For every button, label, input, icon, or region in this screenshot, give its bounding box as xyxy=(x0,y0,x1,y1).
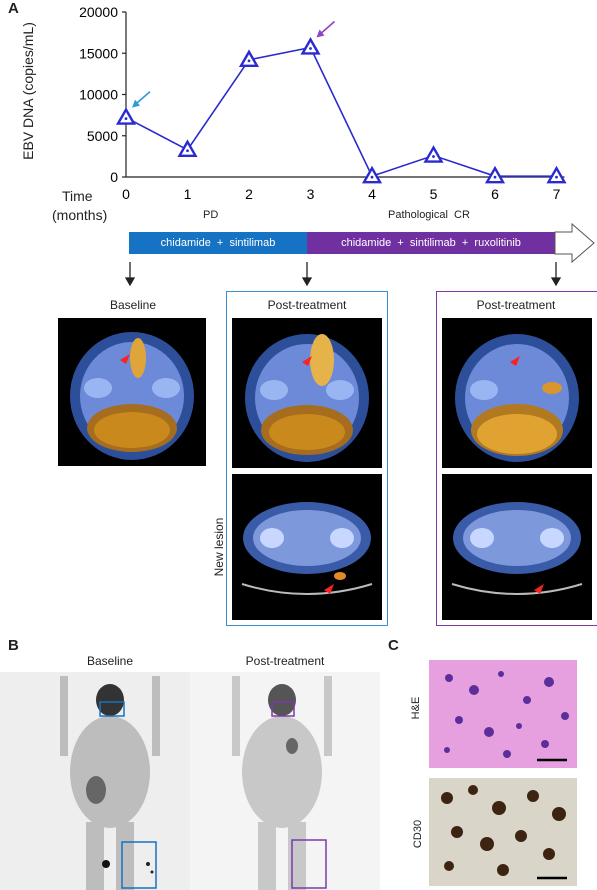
post-treatment-label-2: Post-treatment xyxy=(476,298,556,312)
data-point-center xyxy=(186,149,189,153)
data-point-marker xyxy=(238,49,260,68)
panel-letter-c: C xyxy=(388,637,399,654)
data-point-center xyxy=(370,175,374,179)
data-point-center xyxy=(432,155,435,158)
he-label: H&E xyxy=(410,696,422,720)
y-tick-label: 10000 xyxy=(79,87,118,103)
panel-letter-b: B xyxy=(8,637,19,654)
post-treatment-head-pet-ct-2 xyxy=(442,318,592,468)
data-point-center xyxy=(247,59,251,63)
y-tick-label: 0 xyxy=(110,169,118,185)
post-treatment-label-1: Post-treatment xyxy=(267,298,347,312)
data-point-center xyxy=(309,47,312,50)
data-point-marker xyxy=(115,107,137,125)
post-treatment-box-purple xyxy=(436,291,597,626)
data-point-marker xyxy=(300,37,321,55)
x-tick-label: 3 xyxy=(307,186,315,200)
whole-body-mip-images xyxy=(0,672,380,890)
data-point-marker xyxy=(484,165,506,184)
months-label: (months) xyxy=(52,207,108,223)
data-point-center xyxy=(493,175,497,179)
data-point-center xyxy=(555,175,558,179)
data-point-marker xyxy=(423,145,444,163)
new-lesion-label: New lesion xyxy=(212,517,226,577)
post-treatment-head-pet-ct-1 xyxy=(232,318,382,468)
cd30-label: CD30 xyxy=(412,819,424,849)
phase-cr-label: Pathological CR xyxy=(388,209,470,221)
baseline-head-pet-ct xyxy=(58,318,206,466)
data-point-marker xyxy=(361,165,383,184)
x-tick-label: 7 xyxy=(553,186,561,200)
ebv-dna-line-chart: 0 5000 10000 15000 20000 0 1 2 3 4 5 6 7 xyxy=(79,4,567,200)
annotation-arrowhead xyxy=(132,99,140,108)
post-treatment-label-b: Post-treatment xyxy=(245,654,325,668)
new-lesion-pelvis-pet-ct-2 xyxy=(442,474,592,620)
x-tick-label: 0 xyxy=(122,186,130,200)
panel-letter-a: A xyxy=(8,0,19,17)
series-line xyxy=(125,46,557,178)
treatment-bar-right: chidamide + sintilimab + ruxolitinib xyxy=(307,232,555,254)
x-tick-label: 4 xyxy=(368,186,376,200)
post-treatment-box-blue xyxy=(226,291,388,626)
treatment-bar-left: chidamide + sintilimab xyxy=(129,232,307,254)
data-point-marker xyxy=(177,139,198,157)
y-tick-label: 20000 xyxy=(79,4,118,20)
x-tick-label: 6 xyxy=(491,186,499,200)
cd30-stain-micrograph xyxy=(429,778,577,886)
treatment-right-label: chidamide + sintilimab + ruxolitinib xyxy=(341,237,521,249)
y-tick-label: 15000 xyxy=(79,45,118,61)
x-tick-label: 2 xyxy=(245,186,253,200)
phase-pd-label: PD xyxy=(203,209,219,221)
annotation-arrowhead xyxy=(316,29,325,38)
new-lesion-pelvis-pet-ct-1 xyxy=(232,474,382,620)
y-axis-label: EBV DNA (copies/mL) xyxy=(20,22,36,160)
time-label: Time xyxy=(62,188,93,204)
timepoint-arrows xyxy=(124,262,562,287)
baseline-label-b: Baseline xyxy=(86,654,134,668)
y-tick-label: 5000 xyxy=(87,128,118,144)
baseline-label-a: Baseline xyxy=(109,298,157,312)
data-point-marker xyxy=(546,165,567,184)
data-point-center xyxy=(124,117,128,120)
he-stain-micrograph xyxy=(429,660,577,768)
treatment-left-label: chidamide + sintilimab xyxy=(160,237,276,249)
timeline-arrowhead xyxy=(554,222,595,264)
x-tick-label: 5 xyxy=(430,186,438,200)
x-tick-label: 1 xyxy=(184,186,192,200)
